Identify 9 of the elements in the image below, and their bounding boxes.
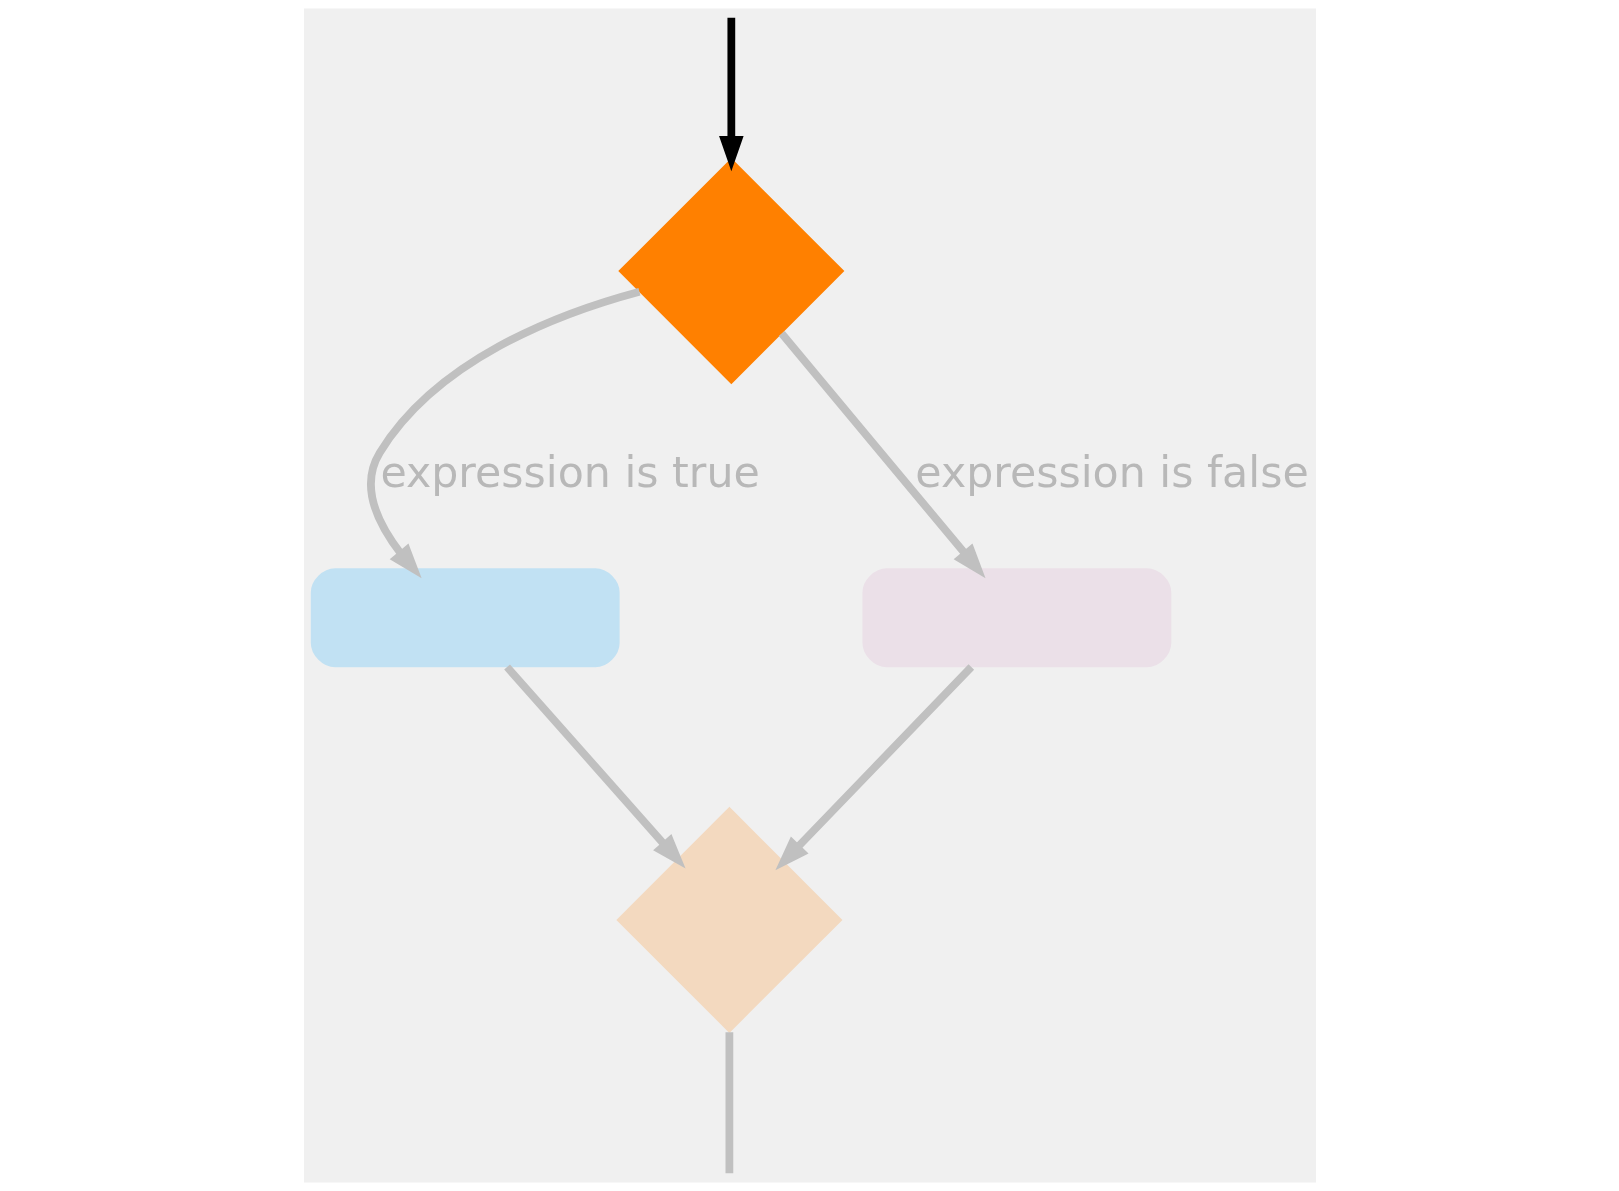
node-diamond bbox=[615, 806, 842, 1033]
node-box bbox=[861, 568, 1171, 668]
edge-label: expression is false bbox=[914, 446, 1309, 497]
edge-label: expression is true bbox=[379, 446, 760, 497]
arrow bbox=[774, 664, 974, 871]
arrow bbox=[366, 287, 640, 579]
node-box bbox=[310, 568, 620, 668]
arrow bbox=[503, 664, 686, 869]
arrow bbox=[778, 331, 986, 579]
